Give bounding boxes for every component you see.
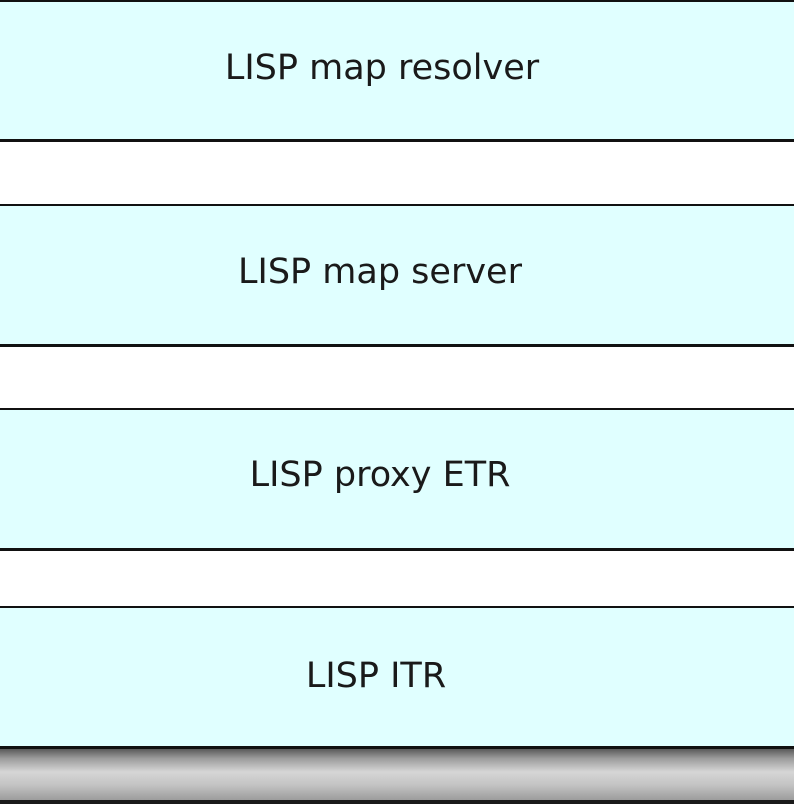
layer-itr: LISP ITR [0,606,794,749]
layer-proxy-etr: LISP proxy ETR [0,408,794,551]
layer-label: LISP ITR [305,655,447,696]
layer-label: LISP map server [238,251,522,292]
base-bar [0,749,794,804]
layer-label: LISP proxy ETR [249,454,511,495]
layer-map-resolver: LISP map resolver [0,0,794,142]
layer-label: LISP map resolver [224,48,540,88]
layer-map-server: LISP map server [0,204,794,347]
